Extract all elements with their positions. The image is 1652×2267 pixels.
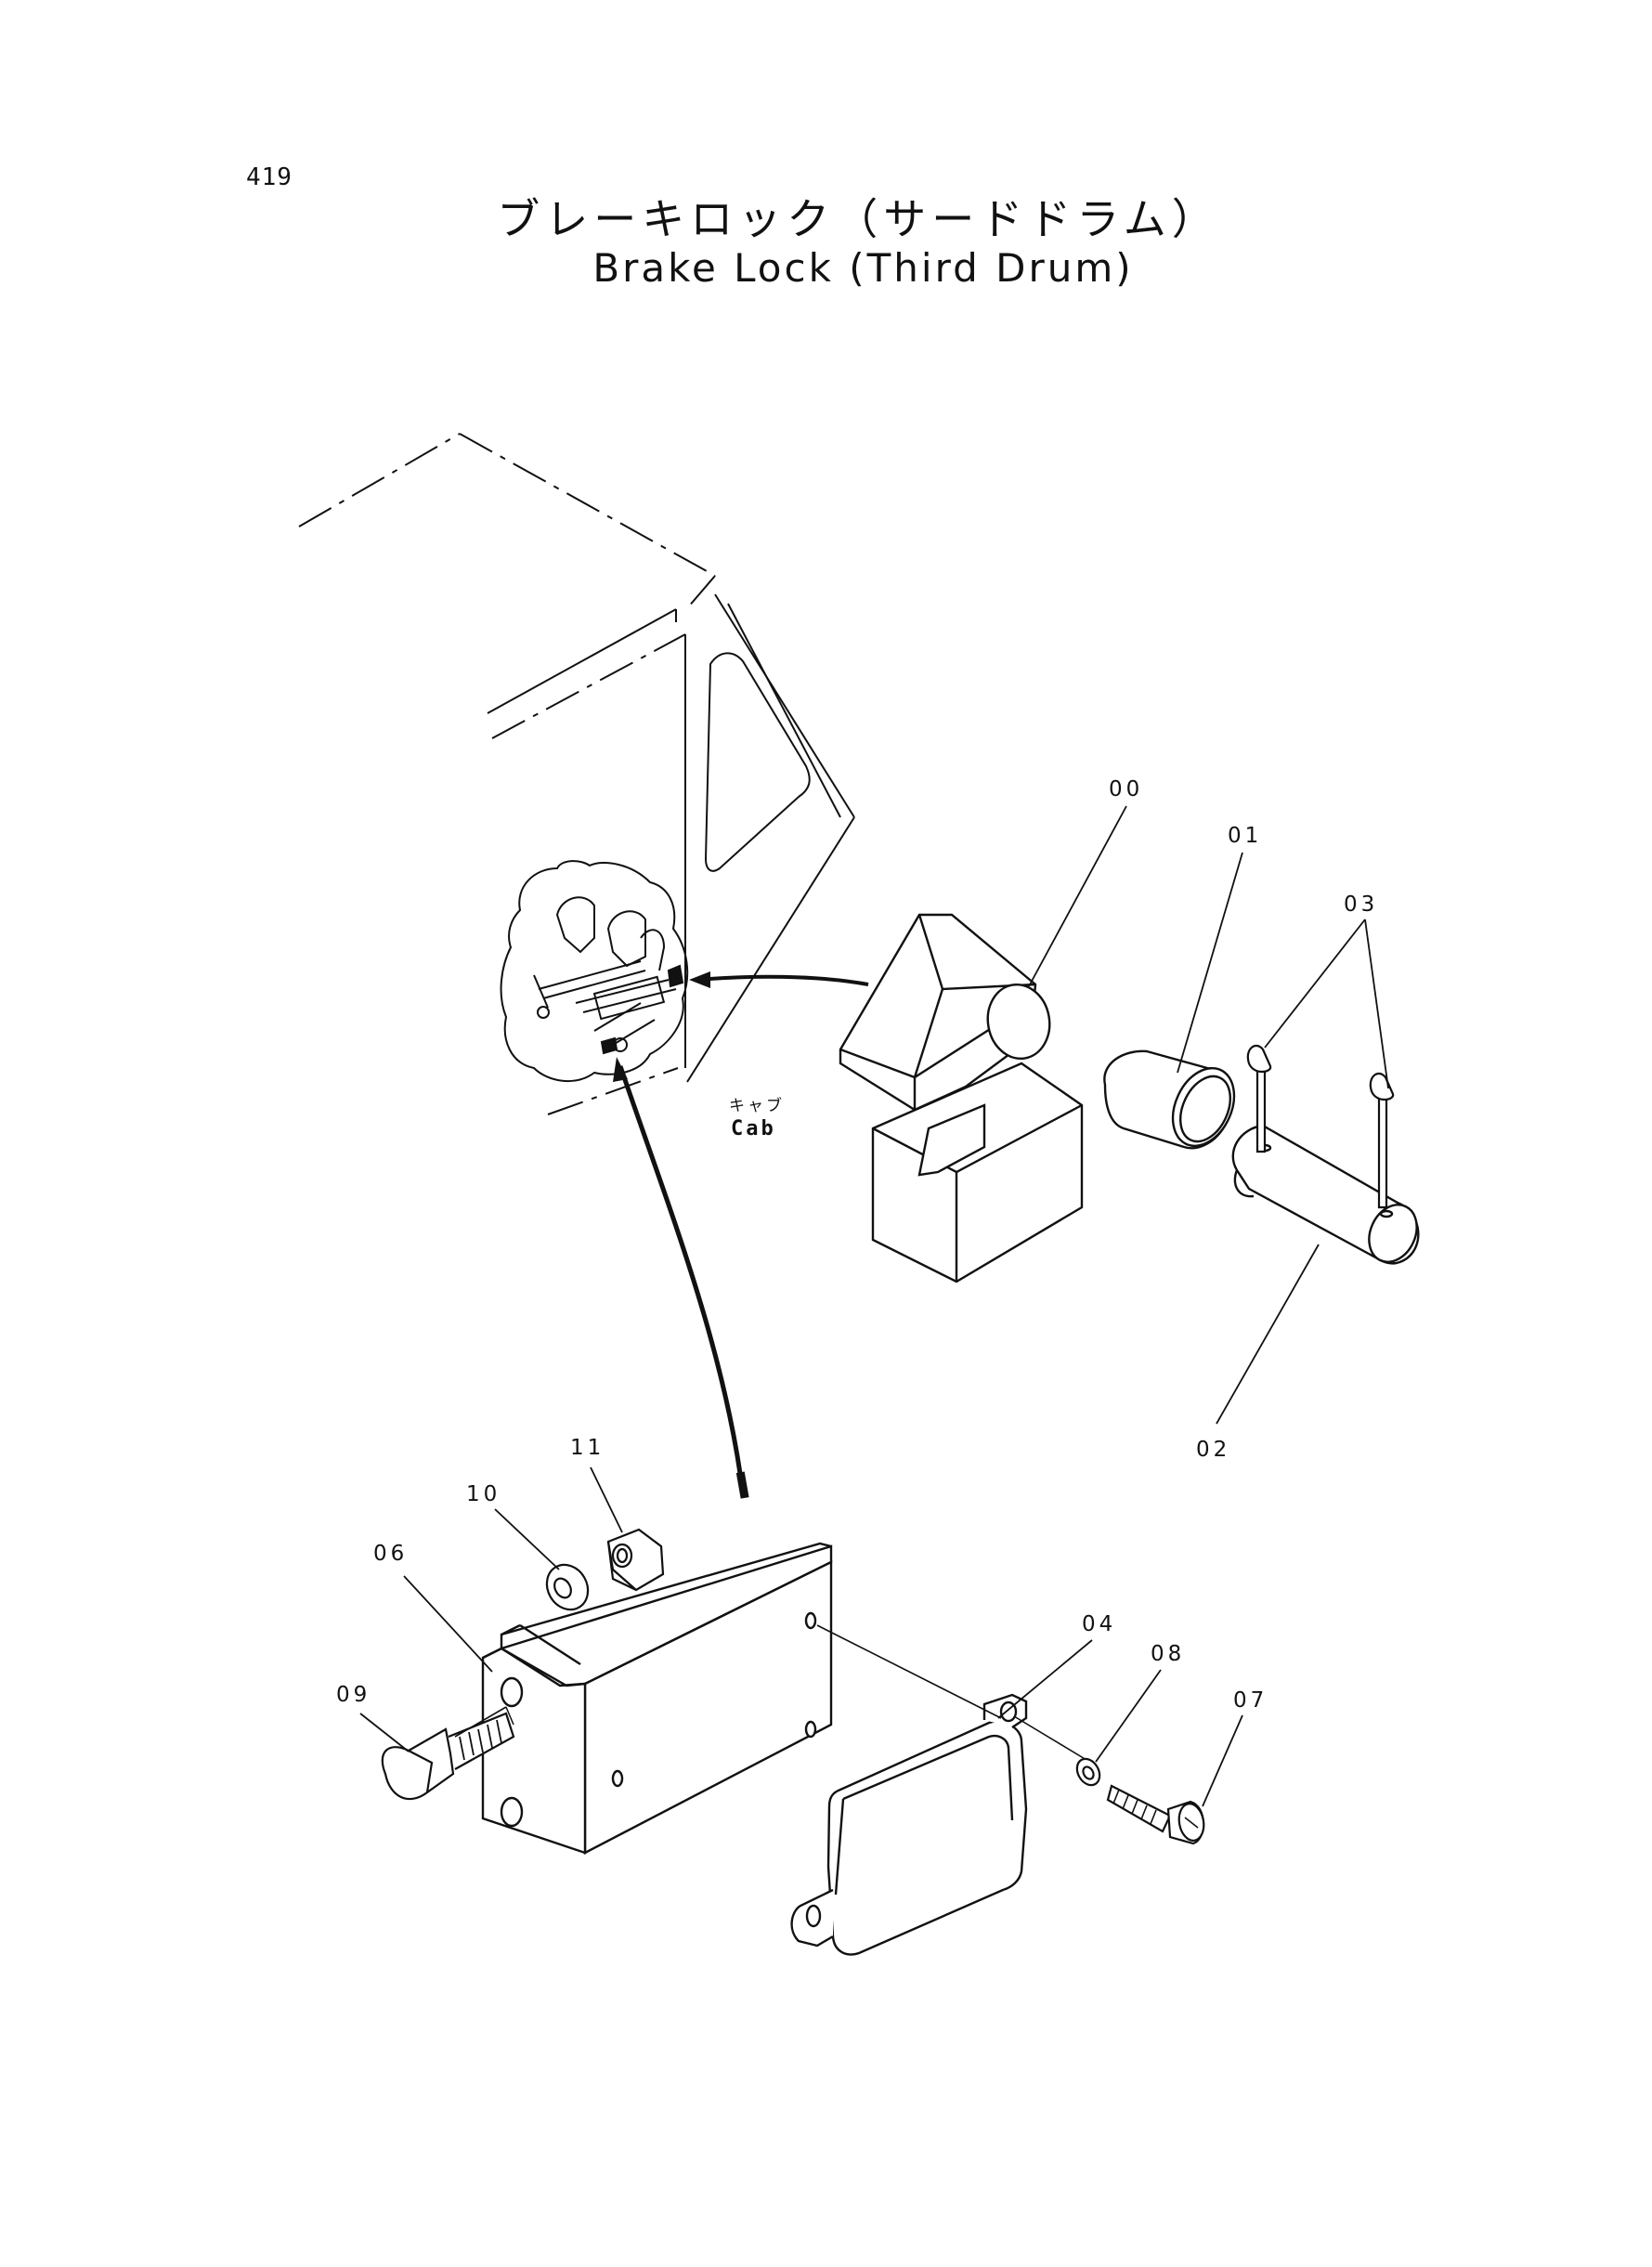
part-03-cotter-pins xyxy=(1246,1044,1395,1209)
leader-lines xyxy=(359,805,1389,1807)
cab-label-japanese: キャブ xyxy=(729,1096,785,1115)
callout-09: 09 xyxy=(336,1683,371,1707)
arrow-bracket-to-cab xyxy=(613,1057,749,1499)
cab-label-english: Cab xyxy=(731,1117,776,1140)
part-10-washer xyxy=(545,1563,590,1611)
callout-03: 03 xyxy=(1344,892,1378,917)
detail-bubble xyxy=(500,860,689,1083)
part-09-bolt xyxy=(381,1706,515,1801)
callout-00: 00 xyxy=(1109,777,1143,801)
assembly-line-screw-07 xyxy=(1013,1715,1087,1761)
part-08-spring-washer xyxy=(1075,1757,1101,1787)
callout-04: 04 xyxy=(1082,1612,1116,1636)
cab-outline xyxy=(298,433,855,1115)
callout-06: 06 xyxy=(373,1542,408,1566)
part-11-nut xyxy=(606,1528,665,1592)
callout-08: 08 xyxy=(1151,1642,1185,1666)
part-07-screw xyxy=(1106,1784,1205,1845)
callout-02: 02 xyxy=(1196,1438,1230,1462)
callout-11: 11 xyxy=(570,1436,605,1460)
part-04-switch xyxy=(790,1693,1028,1956)
page-title-japanese: ブレーキロック（サードドラム） xyxy=(497,194,1220,244)
page-number: 419 xyxy=(246,163,293,191)
part-00-lever xyxy=(839,913,1084,1283)
assembly-line-bolt-09 xyxy=(454,1706,507,1738)
arrow-lever-to-cab xyxy=(689,971,869,988)
page-title-english: Brake Lock (Third Drum) xyxy=(592,245,1134,291)
callout-07: 07 xyxy=(1233,1688,1268,1713)
assembly-line-switch-04 xyxy=(816,1624,1002,1719)
callout-01: 01 xyxy=(1228,824,1262,848)
callout-10: 10 xyxy=(466,1482,501,1506)
part-01-sleeve xyxy=(1103,1049,1236,1150)
part-06-bracket xyxy=(481,1542,833,1855)
